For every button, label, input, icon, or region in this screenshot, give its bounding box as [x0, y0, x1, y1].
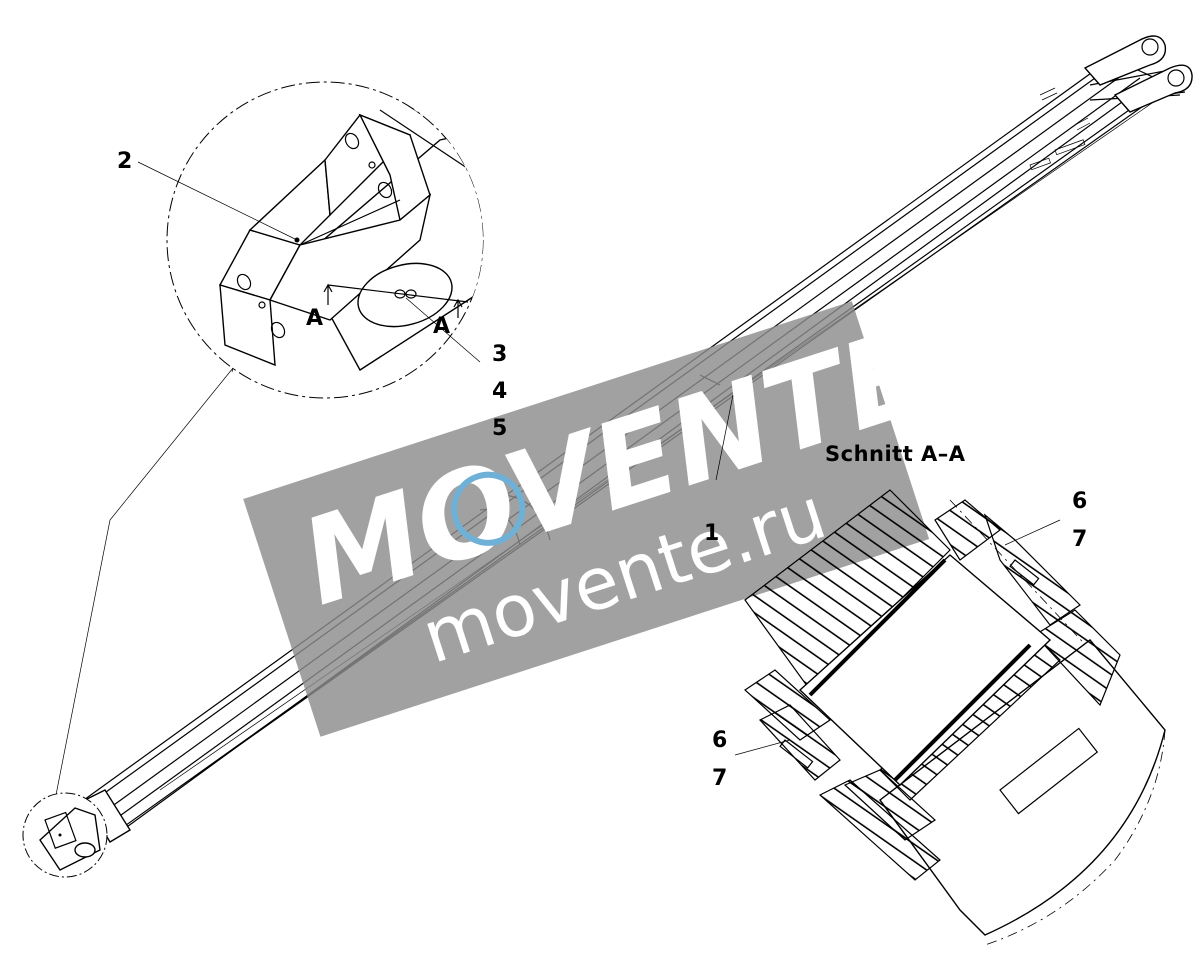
- section-marker-right: A: [433, 314, 450, 339]
- section-marker-left: A: [306, 306, 323, 331]
- callout-4: 4: [492, 379, 507, 404]
- callout-7-top: 7: [1072, 527, 1087, 552]
- detail-view: A A: [166, 81, 484, 399]
- leader-67-bottom: [734, 739, 791, 756]
- small-detail: [22, 792, 108, 878]
- callout-6-bottom: 6: [712, 728, 727, 753]
- section-title: Schnitt A–A: [825, 442, 966, 466]
- leader-2: [137, 161, 298, 241]
- detail-leader: [54, 367, 234, 801]
- callout-6-top: 6: [1072, 489, 1087, 514]
- callout-2: 2: [117, 149, 132, 174]
- watermark-logo-icon: [451, 471, 526, 546]
- leader-1: [715, 394, 734, 481]
- callout-7-bottom: 7: [712, 766, 727, 791]
- leader-67-top: [1004, 519, 1061, 546]
- callout-3: 3: [492, 342, 507, 367]
- callout-1: 1: [704, 521, 719, 546]
- callout-5: 5: [492, 416, 507, 441]
- leader-345: [405, 297, 481, 363]
- section-view: [744, 489, 1166, 946]
- watermark-band: [243, 301, 930, 737]
